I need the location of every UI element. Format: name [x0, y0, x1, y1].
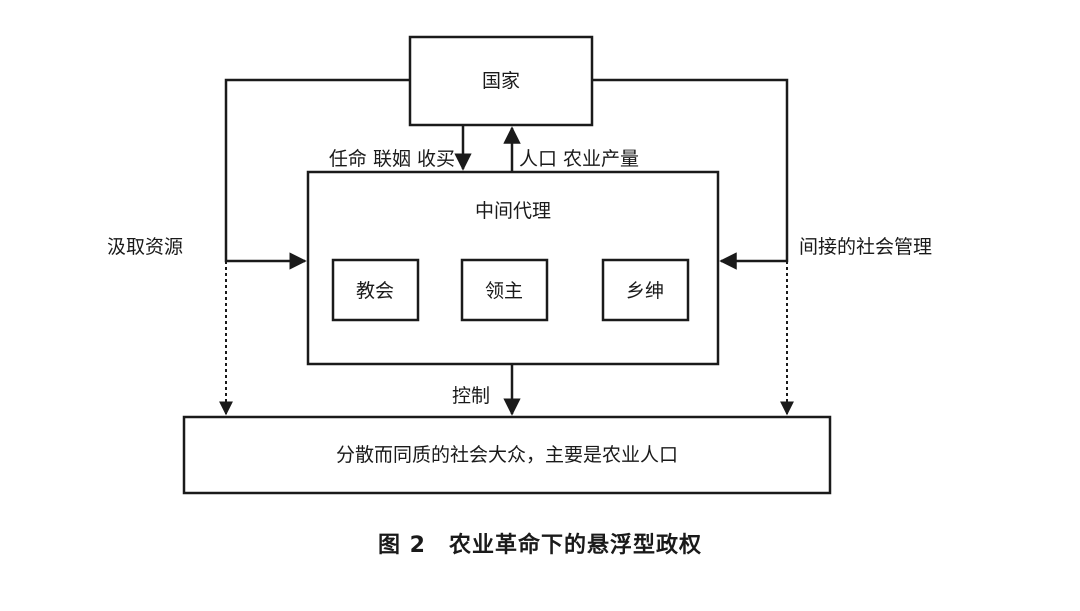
control-label: 控制: [452, 385, 490, 407]
state-label: 国家: [482, 70, 520, 92]
lord-label: 领主: [485, 280, 523, 302]
gentry-node: 乡绅: [601, 258, 690, 322]
gentry-label: 乡绅: [626, 280, 664, 302]
management-label: 间接的社会管理: [799, 236, 932, 258]
church-label: 教会: [356, 280, 394, 302]
figure-caption: 图 2 农业革命下的悬浮型政权: [378, 532, 702, 558]
church-node: 教会: [331, 258, 420, 322]
management-arrow: [592, 78, 789, 270]
extraction-label: 汲取资源: [107, 236, 183, 258]
masses-label: 分散而同质的社会大众，主要是农业人口: [336, 444, 678, 466]
feedback-label: 人口 农业产量: [519, 148, 639, 170]
lord-node: 领主: [460, 258, 549, 322]
appoint-label: 任命 联姻 收买: [329, 148, 455, 170]
state-node: 国家: [408, 35, 594, 127]
intermediary-label: 中间代理: [475, 200, 551, 222]
masses-node: 分散而同质的社会大众，主要是农业人口: [182, 415, 832, 495]
extraction-arrow: [224, 78, 410, 270]
